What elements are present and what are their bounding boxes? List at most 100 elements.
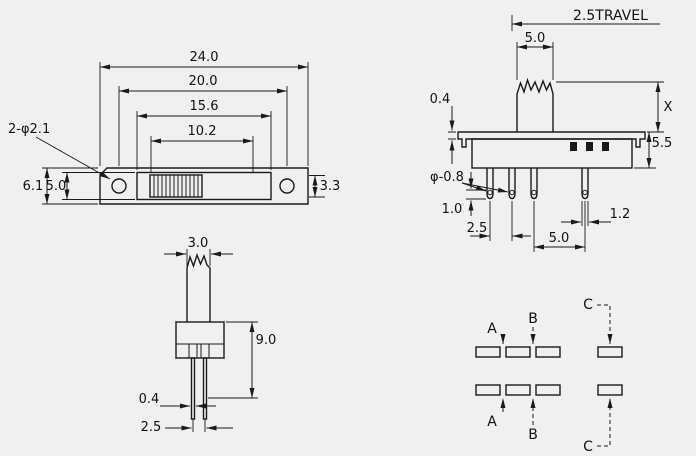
terminal-pad xyxy=(535,346,561,358)
dim-body-height: 5.5 xyxy=(634,132,673,169)
extension-lines xyxy=(466,189,486,200)
extension-lines xyxy=(118,86,288,166)
top-view: 24.0 20.0 15.6 10.2 6.1 5.0 xyxy=(8,50,341,205)
terminal-pad xyxy=(475,346,501,358)
dim-text: 0.4 xyxy=(139,392,160,407)
switch-housing xyxy=(175,321,225,359)
terminal-pad xyxy=(597,346,623,358)
terminal-pad xyxy=(505,384,531,396)
dim-text: 10.2 xyxy=(188,124,217,139)
slider-knob xyxy=(149,174,203,198)
contact-rivet xyxy=(570,142,577,151)
dim-text: 3.3 xyxy=(320,179,341,194)
extension-lines xyxy=(192,419,206,432)
position-label: C xyxy=(583,297,593,313)
pin-hole xyxy=(487,189,493,196)
mounting-hole-left xyxy=(111,178,127,194)
dim-pin-pitch-small: 2.5 xyxy=(467,201,531,241)
position-label: A xyxy=(487,321,497,337)
extension-lines xyxy=(99,62,309,166)
dim-pin-pitch: 2.5 xyxy=(141,419,233,435)
pin-base xyxy=(200,343,210,359)
front-view: 2.5TRAVEL 5.0 0.4 X 5.5 φ-0.8 xyxy=(430,8,673,252)
extension-lines xyxy=(208,321,258,399)
position-leader xyxy=(597,398,613,447)
extension-lines xyxy=(516,42,554,80)
callout-text: φ-0.8 xyxy=(430,170,464,185)
extension-lines xyxy=(581,201,589,226)
dim-text: 6.1 xyxy=(23,179,44,194)
dim-pin-pitch-large: 5.0 xyxy=(533,201,586,252)
side-view: 3.0 9.0 0.4 2.5 xyxy=(139,236,277,435)
terminal-pad xyxy=(535,384,561,396)
pin-hole xyxy=(509,189,515,196)
position-label: B xyxy=(528,427,538,443)
leader-line xyxy=(35,136,111,180)
dim-knob-thickness: 3.0 xyxy=(164,236,233,266)
dim-text: X xyxy=(664,100,673,115)
contact-rivet xyxy=(602,142,609,151)
terminal-pad xyxy=(505,346,531,358)
switch-body-outline xyxy=(99,167,309,205)
terminal-pin xyxy=(530,168,538,200)
dim-text: 15.6 xyxy=(190,99,219,114)
dim-travel: 2.5TRAVEL xyxy=(511,8,660,31)
extension-lines xyxy=(533,201,586,252)
terminal-pin xyxy=(581,168,589,200)
dim-pin-tip: 1.0 xyxy=(442,172,486,217)
dim-text: 5.0 xyxy=(46,179,67,194)
slider-slot xyxy=(136,171,272,201)
dim-text: 0.4 xyxy=(430,92,451,107)
position-label: B xyxy=(528,311,538,327)
terminal-pad xyxy=(475,384,501,396)
extension-lines xyxy=(62,172,135,200)
extension-lines xyxy=(42,167,98,205)
dim-knob-width: 3.3 xyxy=(309,175,341,198)
position-label: A xyxy=(487,414,497,430)
callout-text: 2-φ2.1 xyxy=(8,122,50,137)
terminal-pad xyxy=(597,384,623,396)
dim-pin-width: 1.2 xyxy=(561,201,630,226)
extension-lines xyxy=(186,249,211,266)
actuator-knob xyxy=(186,252,211,322)
contact-rivet xyxy=(586,142,593,151)
knob-hatching xyxy=(153,175,199,197)
dim-hole-pitch: 20.0 xyxy=(118,74,288,166)
dim-overall-width: 24.0 xyxy=(99,50,309,166)
hole-callout: 2-φ2.1 xyxy=(8,122,111,180)
dim-text: 2.5 xyxy=(467,221,488,236)
pin-base xyxy=(188,343,198,359)
dim-slot-width: 15.6 xyxy=(136,99,272,170)
dim-text: 3.0 xyxy=(188,236,209,251)
extension-lines xyxy=(489,201,513,241)
dim-text: 20.0 xyxy=(189,74,218,89)
dim-text: 2.5 xyxy=(141,420,162,435)
position-leader xyxy=(597,304,613,344)
actuator-knob xyxy=(516,77,554,132)
extension-lines xyxy=(448,131,456,140)
dim-text: 1.0 xyxy=(442,202,463,217)
terminal-pin xyxy=(508,168,516,200)
extension-lines xyxy=(136,111,272,170)
dim-overall-height: 6.1 xyxy=(23,167,98,205)
terminal-schematic: A B C A B C xyxy=(475,297,623,455)
mounting-hole-right xyxy=(279,178,295,194)
extension-lines xyxy=(556,81,664,133)
dim-knob-width: 5.0 xyxy=(516,31,554,80)
mounting-plate xyxy=(457,131,646,148)
dim-text: 5.5 xyxy=(652,136,673,151)
position-label: C xyxy=(583,439,593,455)
pin-hole-callout: φ-0.8 xyxy=(430,170,509,193)
terminal-pin xyxy=(486,168,494,200)
dim-text: 5.0 xyxy=(525,31,546,46)
dim-knob-height: X xyxy=(556,81,673,133)
pin-hole xyxy=(531,189,537,196)
pin-hole xyxy=(582,189,588,196)
dim-pin-thickness: 0.4 xyxy=(139,392,216,409)
terminal-pin xyxy=(202,357,208,420)
dim-text: 9.0 xyxy=(256,333,277,348)
dim-text: 5.0 xyxy=(549,231,570,246)
dim-slot-height: 5.0 xyxy=(46,172,135,200)
dim-text: 1.2 xyxy=(610,207,631,222)
